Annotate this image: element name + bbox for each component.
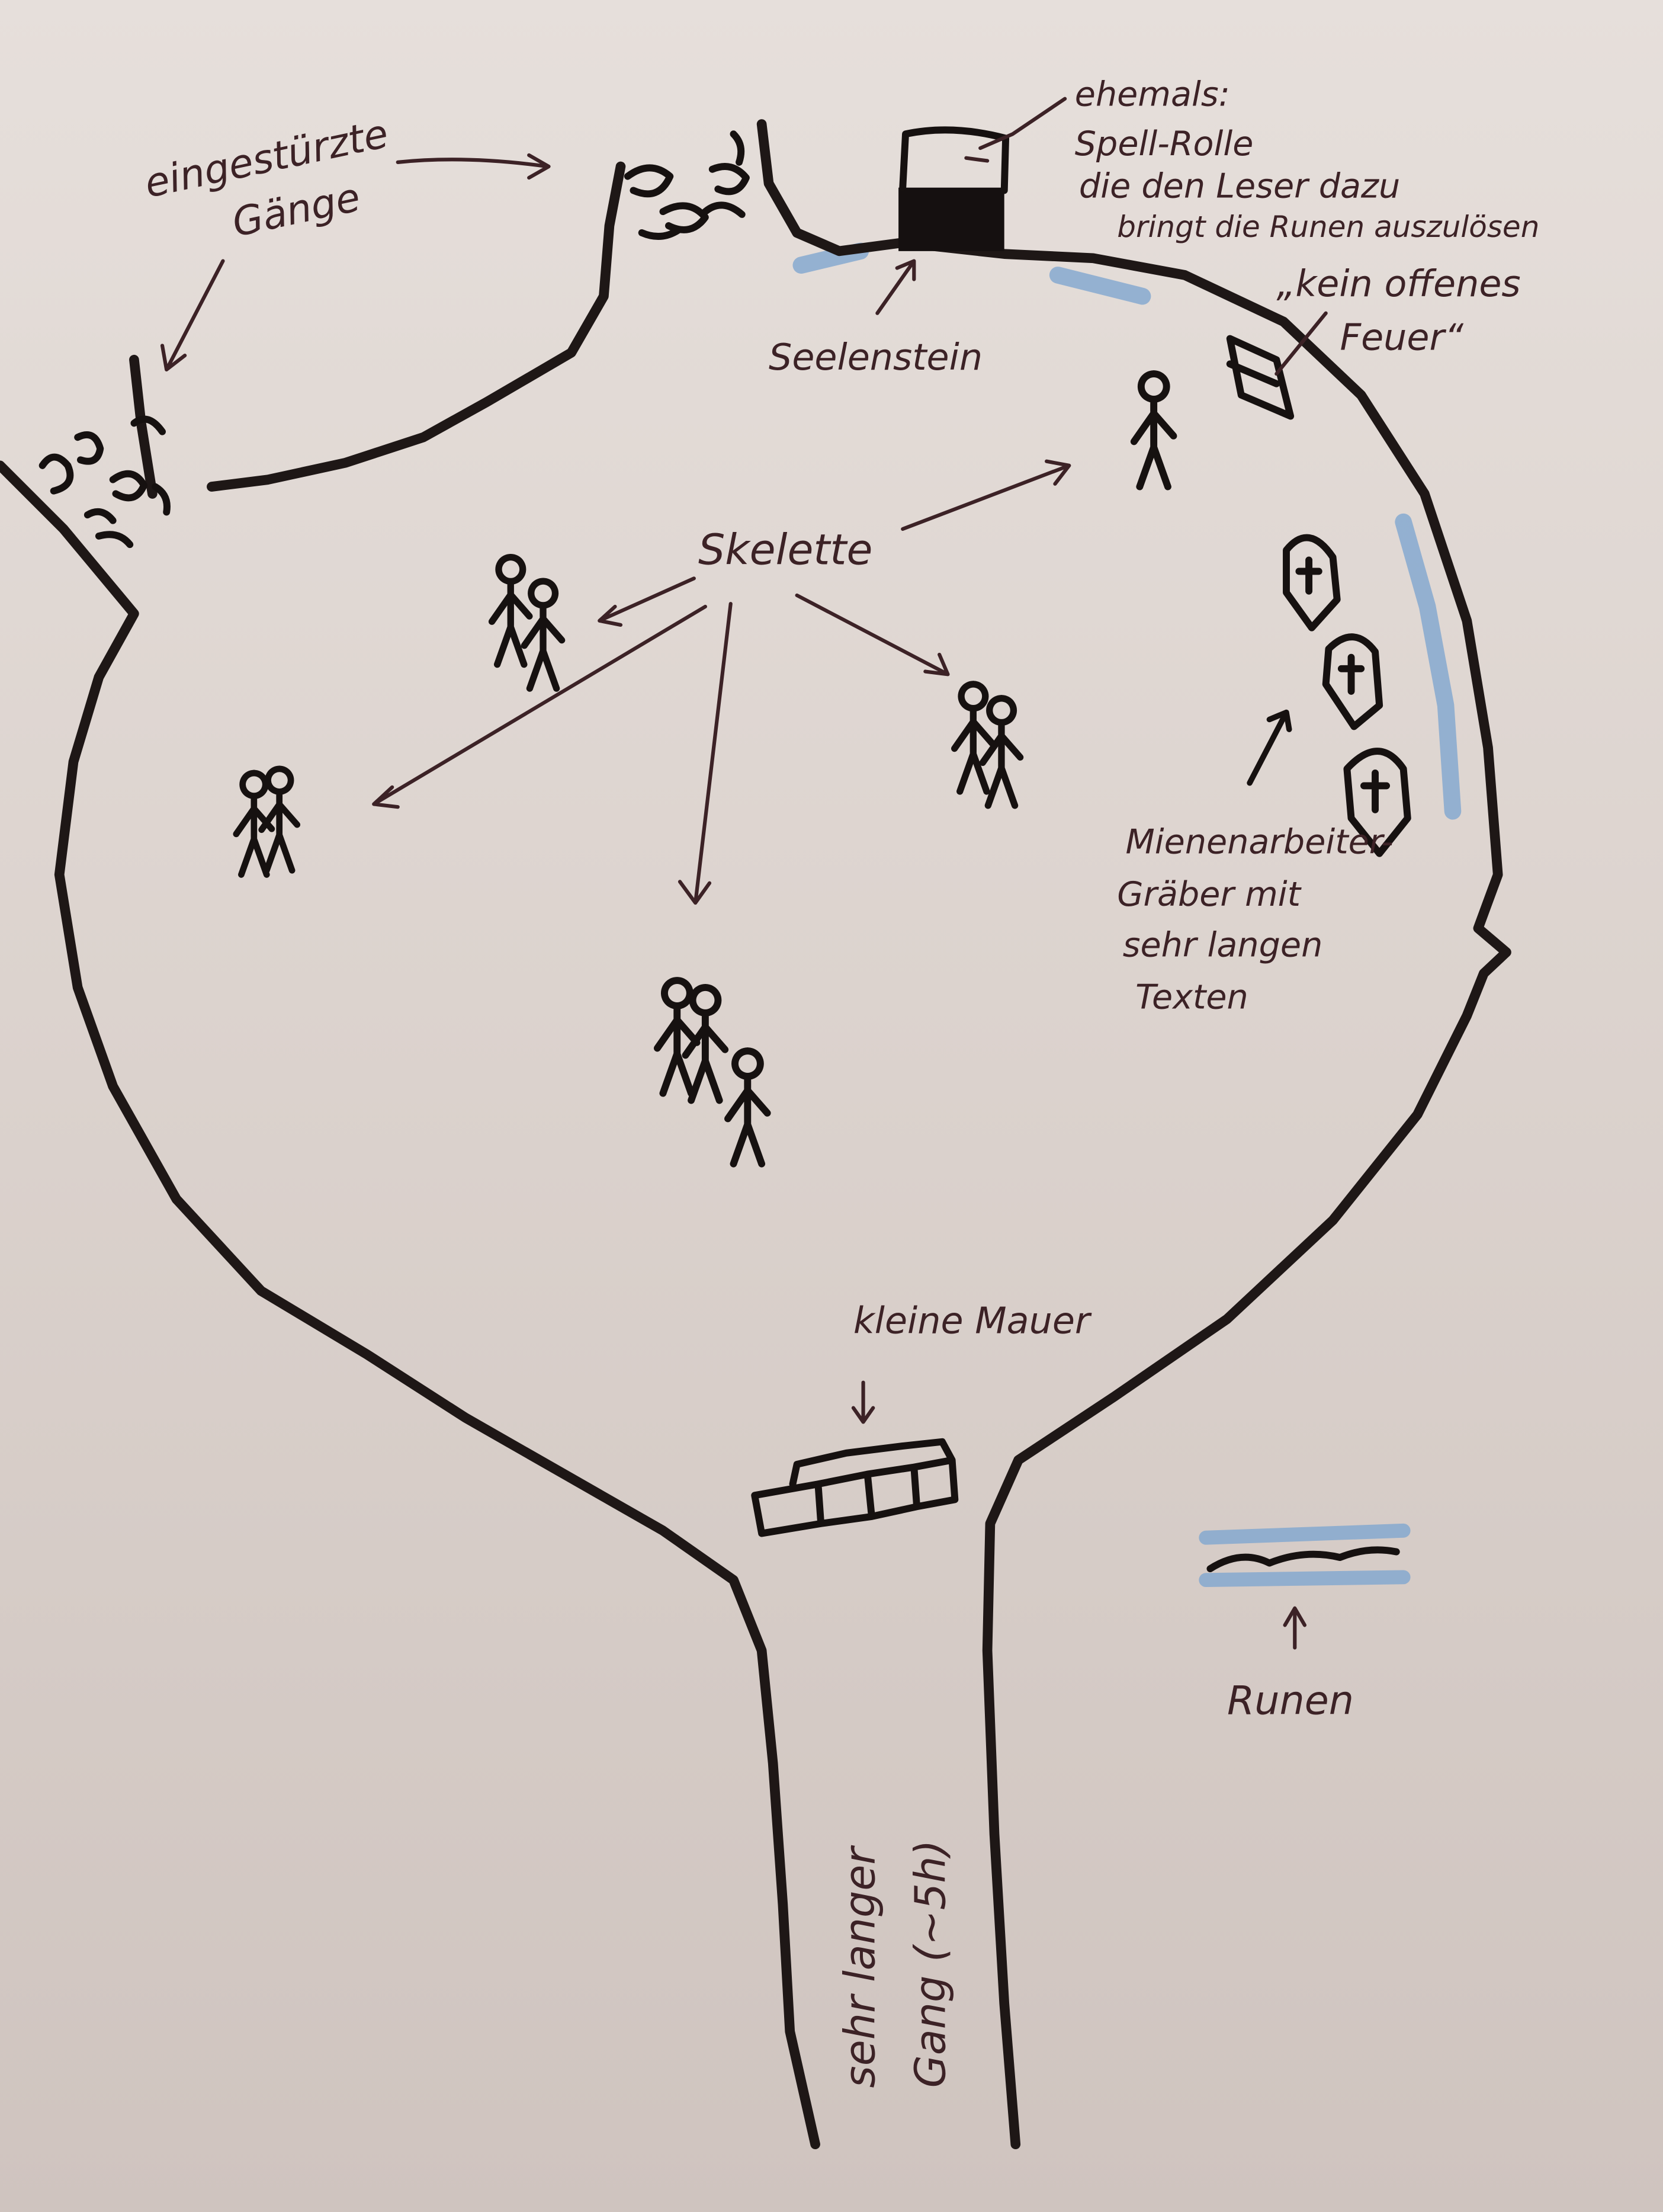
rubble-top xyxy=(624,130,750,240)
runes-water xyxy=(1199,1523,1411,1588)
arrow-collapsed-top xyxy=(396,153,551,180)
label-no-open-fire: „kein offenes Feuer“ xyxy=(1276,262,1532,358)
skeleton-figure-icon xyxy=(233,770,275,878)
arrow-former-note xyxy=(978,97,1067,150)
grave-icon xyxy=(1343,748,1411,857)
grave-icon xyxy=(1322,633,1383,730)
arrow-skeleton-5 xyxy=(795,593,950,677)
small-wall-bricks xyxy=(751,1438,959,1537)
skeleton-figure-icon xyxy=(521,578,566,692)
skeleton-figure-icon xyxy=(724,1047,771,1168)
arrow-soulstone xyxy=(875,259,916,315)
arrow-skeleton-4 xyxy=(678,602,733,905)
label-collapsed-passages: eingestürzte Gänge xyxy=(140,107,416,262)
skeleton-figure-icon xyxy=(1130,370,1177,491)
rubble-left xyxy=(38,415,171,549)
arrow-runes xyxy=(1283,1606,1307,1650)
water-strip-right xyxy=(1395,513,1462,820)
annotation-arrows xyxy=(160,97,1328,1650)
arrow-skeleton-3 xyxy=(372,604,707,809)
skeleton-figures xyxy=(233,370,1177,1168)
soulstone-block xyxy=(898,126,1010,251)
skeleton-figure-icon xyxy=(258,765,301,874)
graves xyxy=(1283,534,1411,857)
arrow-collapsed-left xyxy=(160,259,225,372)
skeleton-figure-icon xyxy=(979,695,1024,809)
arrow-small-wall xyxy=(851,1380,875,1424)
label-runes: Runen xyxy=(1227,1677,1354,1723)
arrow-fire xyxy=(1274,311,1328,376)
arrow-skeleton-1 xyxy=(901,459,1071,531)
label-former-spell-scroll: ehemals: Spell-Rolle die den Leser dazu … xyxy=(1075,75,1540,244)
skeleton-figure-icon xyxy=(951,681,996,795)
skeleton-figure-icon xyxy=(653,977,701,1097)
cave-wall-left xyxy=(0,460,820,2150)
water-strip-top-right xyxy=(1049,267,1151,305)
label-long-corridor: sehr langer Gang (~5h) xyxy=(836,1834,955,2088)
label-skeletons: Skelette xyxy=(698,525,872,575)
arrow-skeleton-2 xyxy=(598,576,696,627)
label-soulstone: Seelenstein xyxy=(769,336,983,379)
wall-left-stub xyxy=(129,354,158,499)
cave-wall-upper-left xyxy=(207,161,626,492)
skeleton-figure-icon xyxy=(682,984,729,1104)
grave-icon xyxy=(1283,534,1341,631)
label-small-wall: kleine Mauer xyxy=(853,1299,1092,1342)
arrow-graves xyxy=(1247,709,1292,786)
label-miner-graves: Mienenarbeiter- Gräber mit sehr langen T… xyxy=(1117,823,1404,1017)
runes-mark xyxy=(1206,1546,1400,1573)
skeleton-figure-icon xyxy=(488,553,533,668)
fire-box xyxy=(1226,335,1295,420)
